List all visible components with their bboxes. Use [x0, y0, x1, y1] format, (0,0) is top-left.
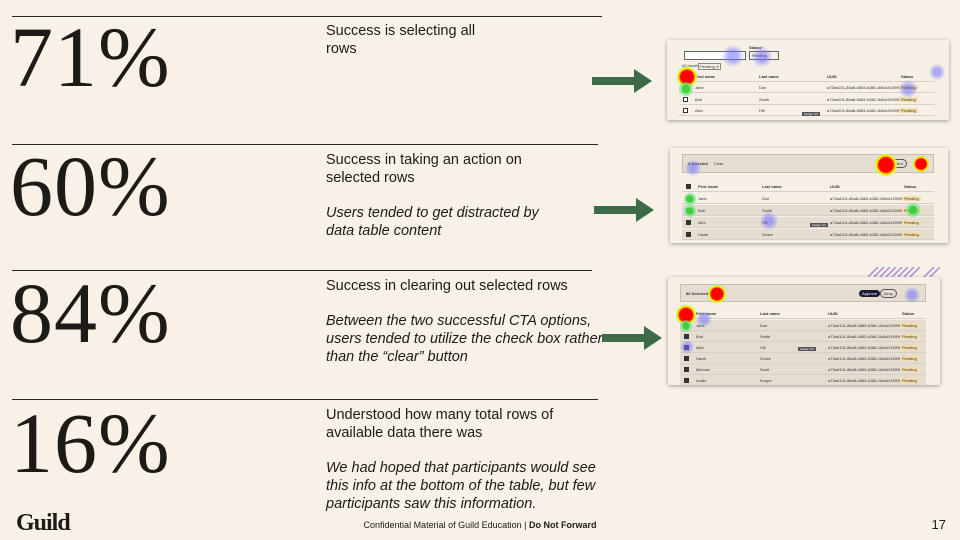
arrow-right-icon	[602, 326, 662, 350]
divider	[12, 270, 592, 271]
tooltip: Assign UX	[798, 347, 817, 351]
tooltip: Assign UX	[810, 223, 829, 227]
stat-note: Between the two successful CTA options, …	[326, 313, 603, 365]
stat-value: 71%	[10, 9, 171, 105]
search-input	[684, 51, 746, 60]
stat-value: 16%	[10, 395, 171, 491]
stat-value: 60%	[10, 138, 171, 234]
stat-note: We had hoped that participants would see…	[326, 460, 596, 512]
stat-headline: Success in taking an action on selected …	[326, 152, 522, 186]
guild-logo: Guild	[16, 510, 71, 536]
arrow-right-icon	[594, 198, 654, 222]
results-count: 40 results	[682, 63, 700, 68]
stat-headline: Success is selecting all rows	[326, 23, 476, 57]
filter-chip: Pending ✕	[698, 63, 722, 70]
status-select: Pending	[749, 51, 779, 60]
page-number: 17	[931, 517, 946, 532]
stat-value: 84%	[10, 265, 171, 361]
heatmap-screenshot-select-all: Status* Pending 40 results Pending ✕ Fir…	[667, 40, 949, 120]
arrow-right-icon	[592, 69, 652, 93]
stat-text: Understood how many total rows of availa…	[326, 406, 611, 513]
stat-note: Users tended to get distracted by data t…	[326, 205, 539, 239]
divider	[12, 399, 598, 400]
confidential-notice: Confidential Material of Guild Education…	[363, 520, 597, 530]
tooltip: Assign UX	[802, 112, 821, 116]
decorative-pattern	[868, 267, 940, 277]
divider	[12, 16, 602, 17]
divider	[12, 144, 598, 145]
stat-headline: Success in clearing out selected rows	[326, 278, 568, 294]
status-label: Status*	[749, 45, 763, 50]
stat-text: Success in taking an action on selected …	[326, 151, 551, 240]
selection-bar: 80 Selected Approve Deny	[680, 284, 926, 302]
stat-headline: Understood how many total rows of availa…	[326, 407, 554, 441]
stat-text: Success is selecting all rows	[326, 22, 496, 58]
